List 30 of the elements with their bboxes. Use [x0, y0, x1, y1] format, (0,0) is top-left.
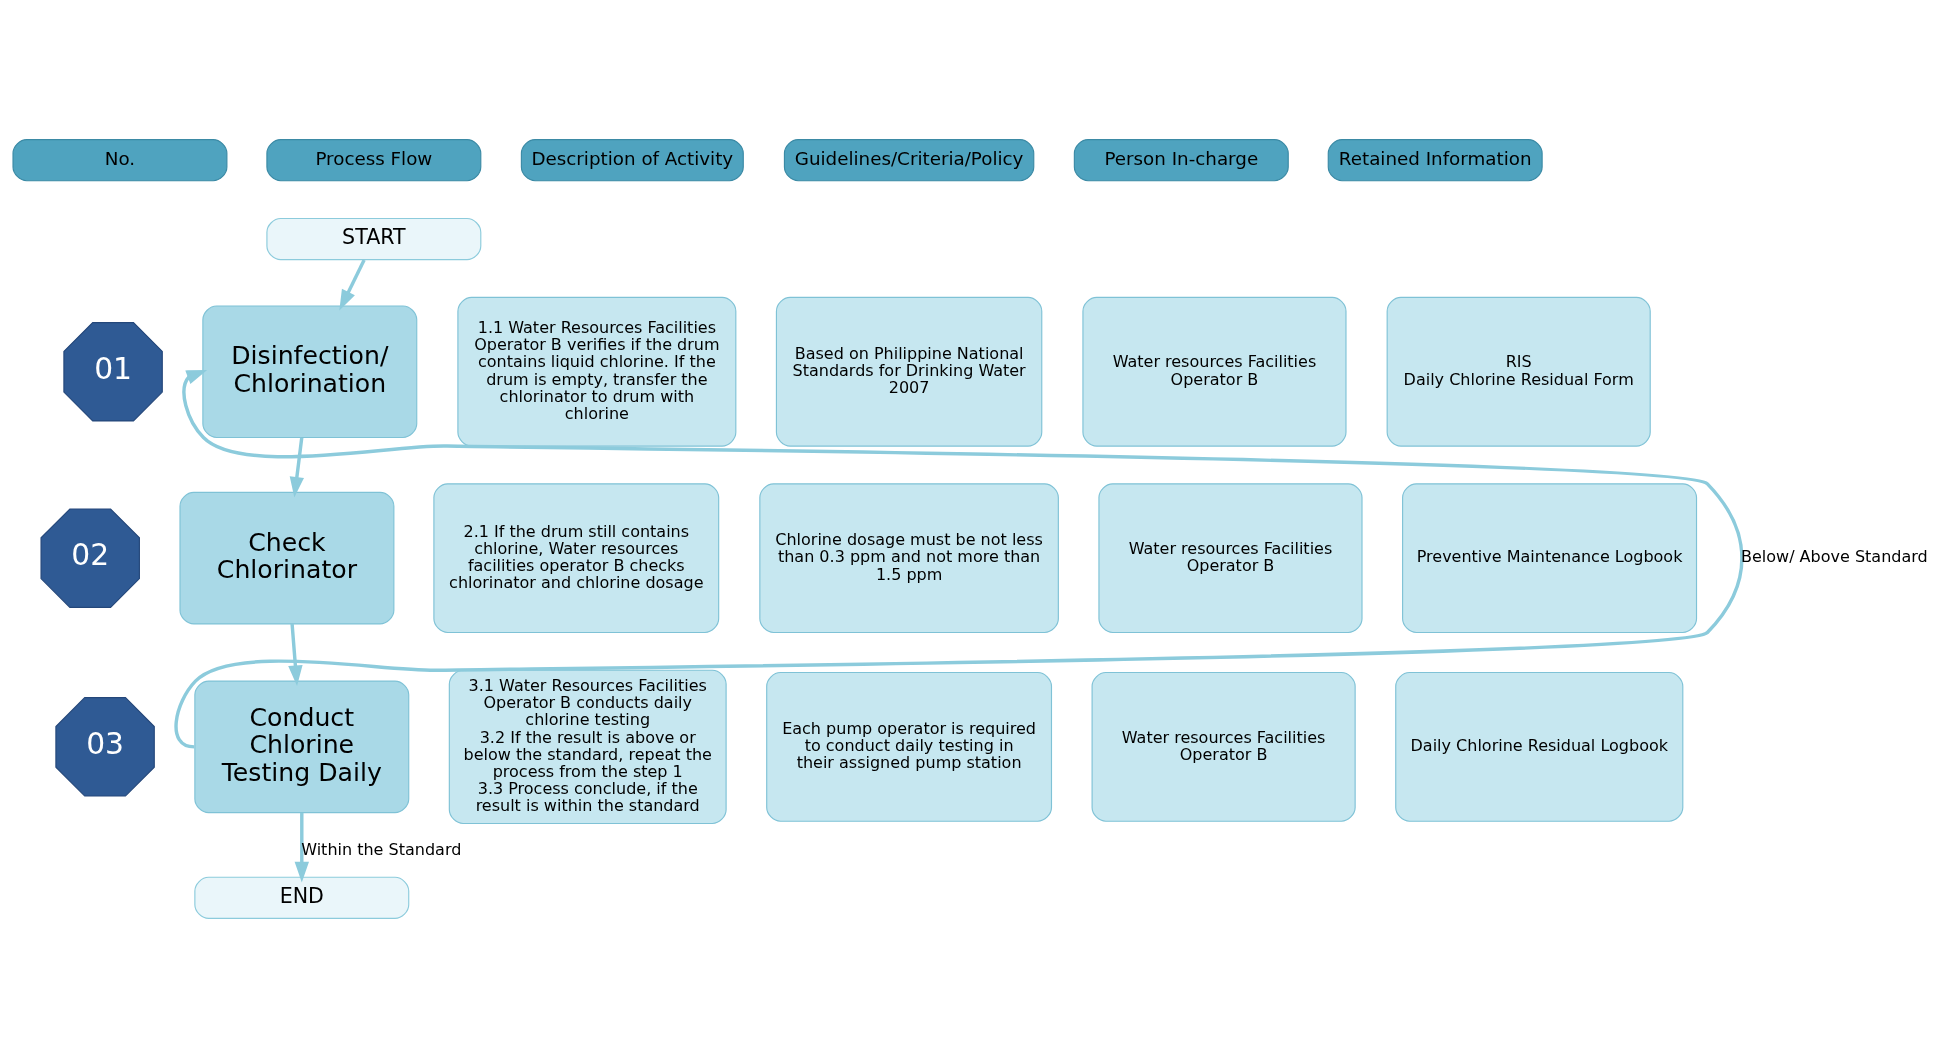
arrow [174, 369, 1744, 748]
node-box: RIS Daily Chlorine Residual Form [1386, 296, 1651, 447]
node-box: Disinfection/ Chlorination [202, 304, 418, 438]
node-box: Each pump operator is required to conduct daily testing in their assigned pump station [766, 671, 1053, 822]
node-box: END [194, 876, 410, 919]
node-box: Water resources Facilities Operator B [1091, 671, 1356, 822]
node-box: 1.1 Water Resources Facilities Operator B verifies if the drum contains liquid chlorine. If the drum is empty, transfer the chlorinator to drum with chlorine [457, 296, 737, 447]
node-box: Conduct Chlorine Testing Daily [194, 680, 410, 813]
arrow [289, 437, 305, 498]
node-box: Guidelines/Criteria/Policy [783, 138, 1035, 181]
edge-label: Within the Standard [301, 839, 462, 859]
node-box: Process Flow [266, 138, 482, 181]
node-box: No. [12, 138, 228, 181]
node-box: Check Chlorinator [179, 491, 395, 624]
arrow [339, 258, 366, 310]
node-box: 2.1 If the drum still contains chlorine, Water resources facilities operator B checks chlorinator and chlorine dosage [433, 482, 720, 633]
node-box: 3.1 Water Resources Facilities Operator B conducts daily chlorine testing 3.2 If the result is above or below the standard, repeat the process from the step 1 3.3 Process conclude, if the result is within the standard [448, 669, 727, 824]
node-box: Based on Philippine National Standards for Drinking Water 2007 [775, 296, 1043, 447]
arrow [288, 623, 303, 686]
node-box: START [266, 217, 482, 260]
node-box: Daily Chlorine Residual Logbook [1395, 671, 1684, 822]
node-box: Description of Activity [520, 138, 744, 181]
node-box: Water resources Facilities Operator B [1082, 296, 1347, 447]
node-box: Retained Information [1327, 138, 1543, 181]
node-box: Water resources Facilities Operator B [1098, 482, 1363, 633]
node-box: Person In-charge [1073, 138, 1289, 181]
edge-label: Below/ Above Standard [1740, 546, 1928, 566]
node-box: Preventive Maintenance Logbook [1402, 482, 1698, 633]
node-box: Chlorine dosage must be not less than 0.3 ppm and not more than 1.5 ppm [759, 482, 1059, 633]
arrow [294, 812, 309, 882]
